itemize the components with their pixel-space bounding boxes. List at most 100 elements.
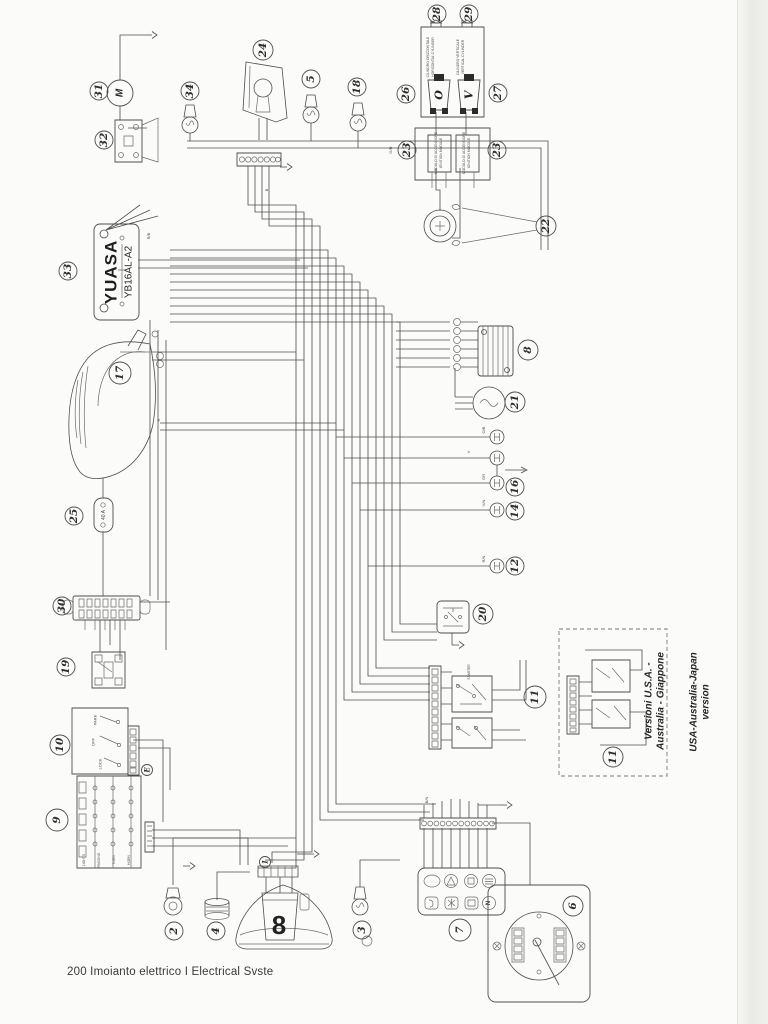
callout-12: 12 <box>506 557 524 575</box>
usa-box-title-en-1: USA-Australia-Japan <box>689 652 700 751</box>
svg-text:9: 9 <box>51 816 63 824</box>
svg-text:23: 23 <box>491 143 503 159</box>
starter-solenoid <box>115 118 158 162</box>
horn <box>164 888 182 915</box>
callout-9: 9 <box>46 809 68 831</box>
relay-20 <box>437 601 469 633</box>
svg-text:21: 21 <box>509 395 521 411</box>
svg-text:34: 34 <box>184 84 196 99</box>
fuse-box <box>63 596 150 630</box>
generator <box>473 387 505 419</box>
callout-11-main: 11 <box>524 686 546 708</box>
coil-horizontal: O <box>428 74 450 114</box>
flasher-unit <box>205 899 229 920</box>
svg-text:2: 2 <box>168 927 180 935</box>
svg-text:IGNITION MODULE: IGNITION MODULE <box>439 137 443 168</box>
svg-text:32: 32 <box>98 133 110 148</box>
svg-text:MODULO DI ACCENSIONE: MODULO DI ACCENSIONE <box>434 131 438 174</box>
svg-text:5: 5 <box>305 75 317 82</box>
svg-text:11: 11 <box>529 690 541 705</box>
svg-text:O: O <box>433 90 446 100</box>
bulb-18 <box>349 102 367 148</box>
wiring-harness-lines <box>100 35 548 900</box>
instrument-panel <box>488 885 590 1002</box>
svg-text:26: 26 <box>400 86 412 102</box>
callout-11-usa: 11 <box>603 747 623 767</box>
svg-text:33: 33 <box>62 264 74 279</box>
callout-18: 18 <box>348 78 366 96</box>
callout-1: 1 <box>260 857 271 868</box>
fuse-rating: 40 A <box>101 509 107 520</box>
callout-25: 25 <box>65 507 83 525</box>
svg-text:V/N: V/N <box>481 500 486 507</box>
wire-color-labels: R/B B G/R O/B V GR V/N R/N B/N R <box>146 146 486 803</box>
callout-29: 29 <box>460 5 478 23</box>
callout-7: 7 <box>449 919 471 941</box>
callout-30: 30 <box>53 597 71 615</box>
svg-text:PASSING: PASSING <box>97 852 101 867</box>
svg-text:4: 4 <box>210 927 222 934</box>
callout-27: 27 <box>489 84 507 102</box>
coil-vertical: V <box>458 74 480 114</box>
usa-box-title-it-2: Australia - Giappone <box>656 652 667 751</box>
city-bulb-5 <box>302 94 320 141</box>
left-handlebar-switch: LIGHTS PASSING TURN HORN <box>77 776 154 868</box>
ignition-coil-section: CILINDRO ORIZZONTALE HORIZONTAL CYLINDER… <box>421 20 484 117</box>
svg-text:HORN: HORN <box>127 854 131 865</box>
battery-brand: YUASA <box>102 240 121 305</box>
starter-motor-label: M <box>115 88 126 97</box>
callout-17: 17 <box>109 362 131 384</box>
callout-5: 5 <box>302 70 320 88</box>
callout-21: 21 <box>505 392 525 412</box>
svg-text:PARK: PARK <box>93 714 98 725</box>
svg-text:3: 3 <box>356 926 368 933</box>
svg-text:LIGHTS: LIGHTS <box>82 853 86 866</box>
svg-text:22: 22 <box>540 219 552 235</box>
svg-text:B/N: B/N <box>424 797 429 804</box>
scan-edge-shadow <box>737 0 768 1024</box>
svg-text:N: N <box>486 901 492 905</box>
svg-text:V: V <box>466 450 471 453</box>
usa-version-box: Versioni U.S.A. - Australia - Giappone <box>559 629 667 776</box>
svg-text:28: 28 <box>431 6 443 22</box>
pickup-sensors <box>424 204 537 245</box>
rear-bulbs <box>489 429 527 574</box>
svg-text:18: 18 <box>351 79 363 94</box>
page-footer-caption: 200 Imoianto elettrico I Electrical Svst… <box>67 966 274 978</box>
right-handlebar-switch: STARTER <box>429 660 526 749</box>
callout-31: 31 <box>90 82 108 100</box>
svg-text:G/R: G/R <box>388 146 393 153</box>
callout-22: 22 <box>536 216 556 236</box>
svg-text:25: 25 <box>68 509 80 525</box>
callout-32: 32 <box>95 131 113 149</box>
battery-model: YB16AL-A2 <box>124 245 135 298</box>
svg-text:R/N: R/N <box>481 555 486 562</box>
main-fuse: 40 A <box>94 498 113 532</box>
svg-text:23: 23 <box>401 143 413 159</box>
svg-text:V: V <box>463 89 476 99</box>
svg-text:IGNITION MODULE: IGNITION MODULE <box>467 137 471 168</box>
ground-symbols <box>144 31 513 870</box>
callout-26: 26 <box>397 85 415 103</box>
headlamp-top <box>243 62 287 140</box>
position-bulb-34 <box>181 104 199 141</box>
callout-19: 19 <box>57 658 75 676</box>
svg-text:29: 29 <box>463 6 475 22</box>
svg-text:HORIZONTAL CYLINDER: HORIZONTAL CYLINDER <box>431 37 435 77</box>
svg-text:O/B: O/B <box>481 426 486 433</box>
svg-text:7: 7 <box>454 926 466 934</box>
dash-connector-strip <box>420 799 496 829</box>
svg-text:E: E <box>143 767 152 774</box>
callout-23-right: 23 <box>488 141 506 159</box>
svg-text:TURN: TURN <box>112 855 116 865</box>
callout-23-left: 23 <box>398 141 416 159</box>
callout-6: 6 <box>563 896 583 916</box>
svg-text:31: 31 <box>93 84 105 99</box>
voltage-regulator <box>454 319 514 377</box>
svg-text:1: 1 <box>261 860 270 865</box>
svg-text:6: 6 <box>567 902 579 910</box>
headlight-assembly: 8 <box>236 866 372 949</box>
svg-text:STARTER: STARTER <box>467 664 471 680</box>
